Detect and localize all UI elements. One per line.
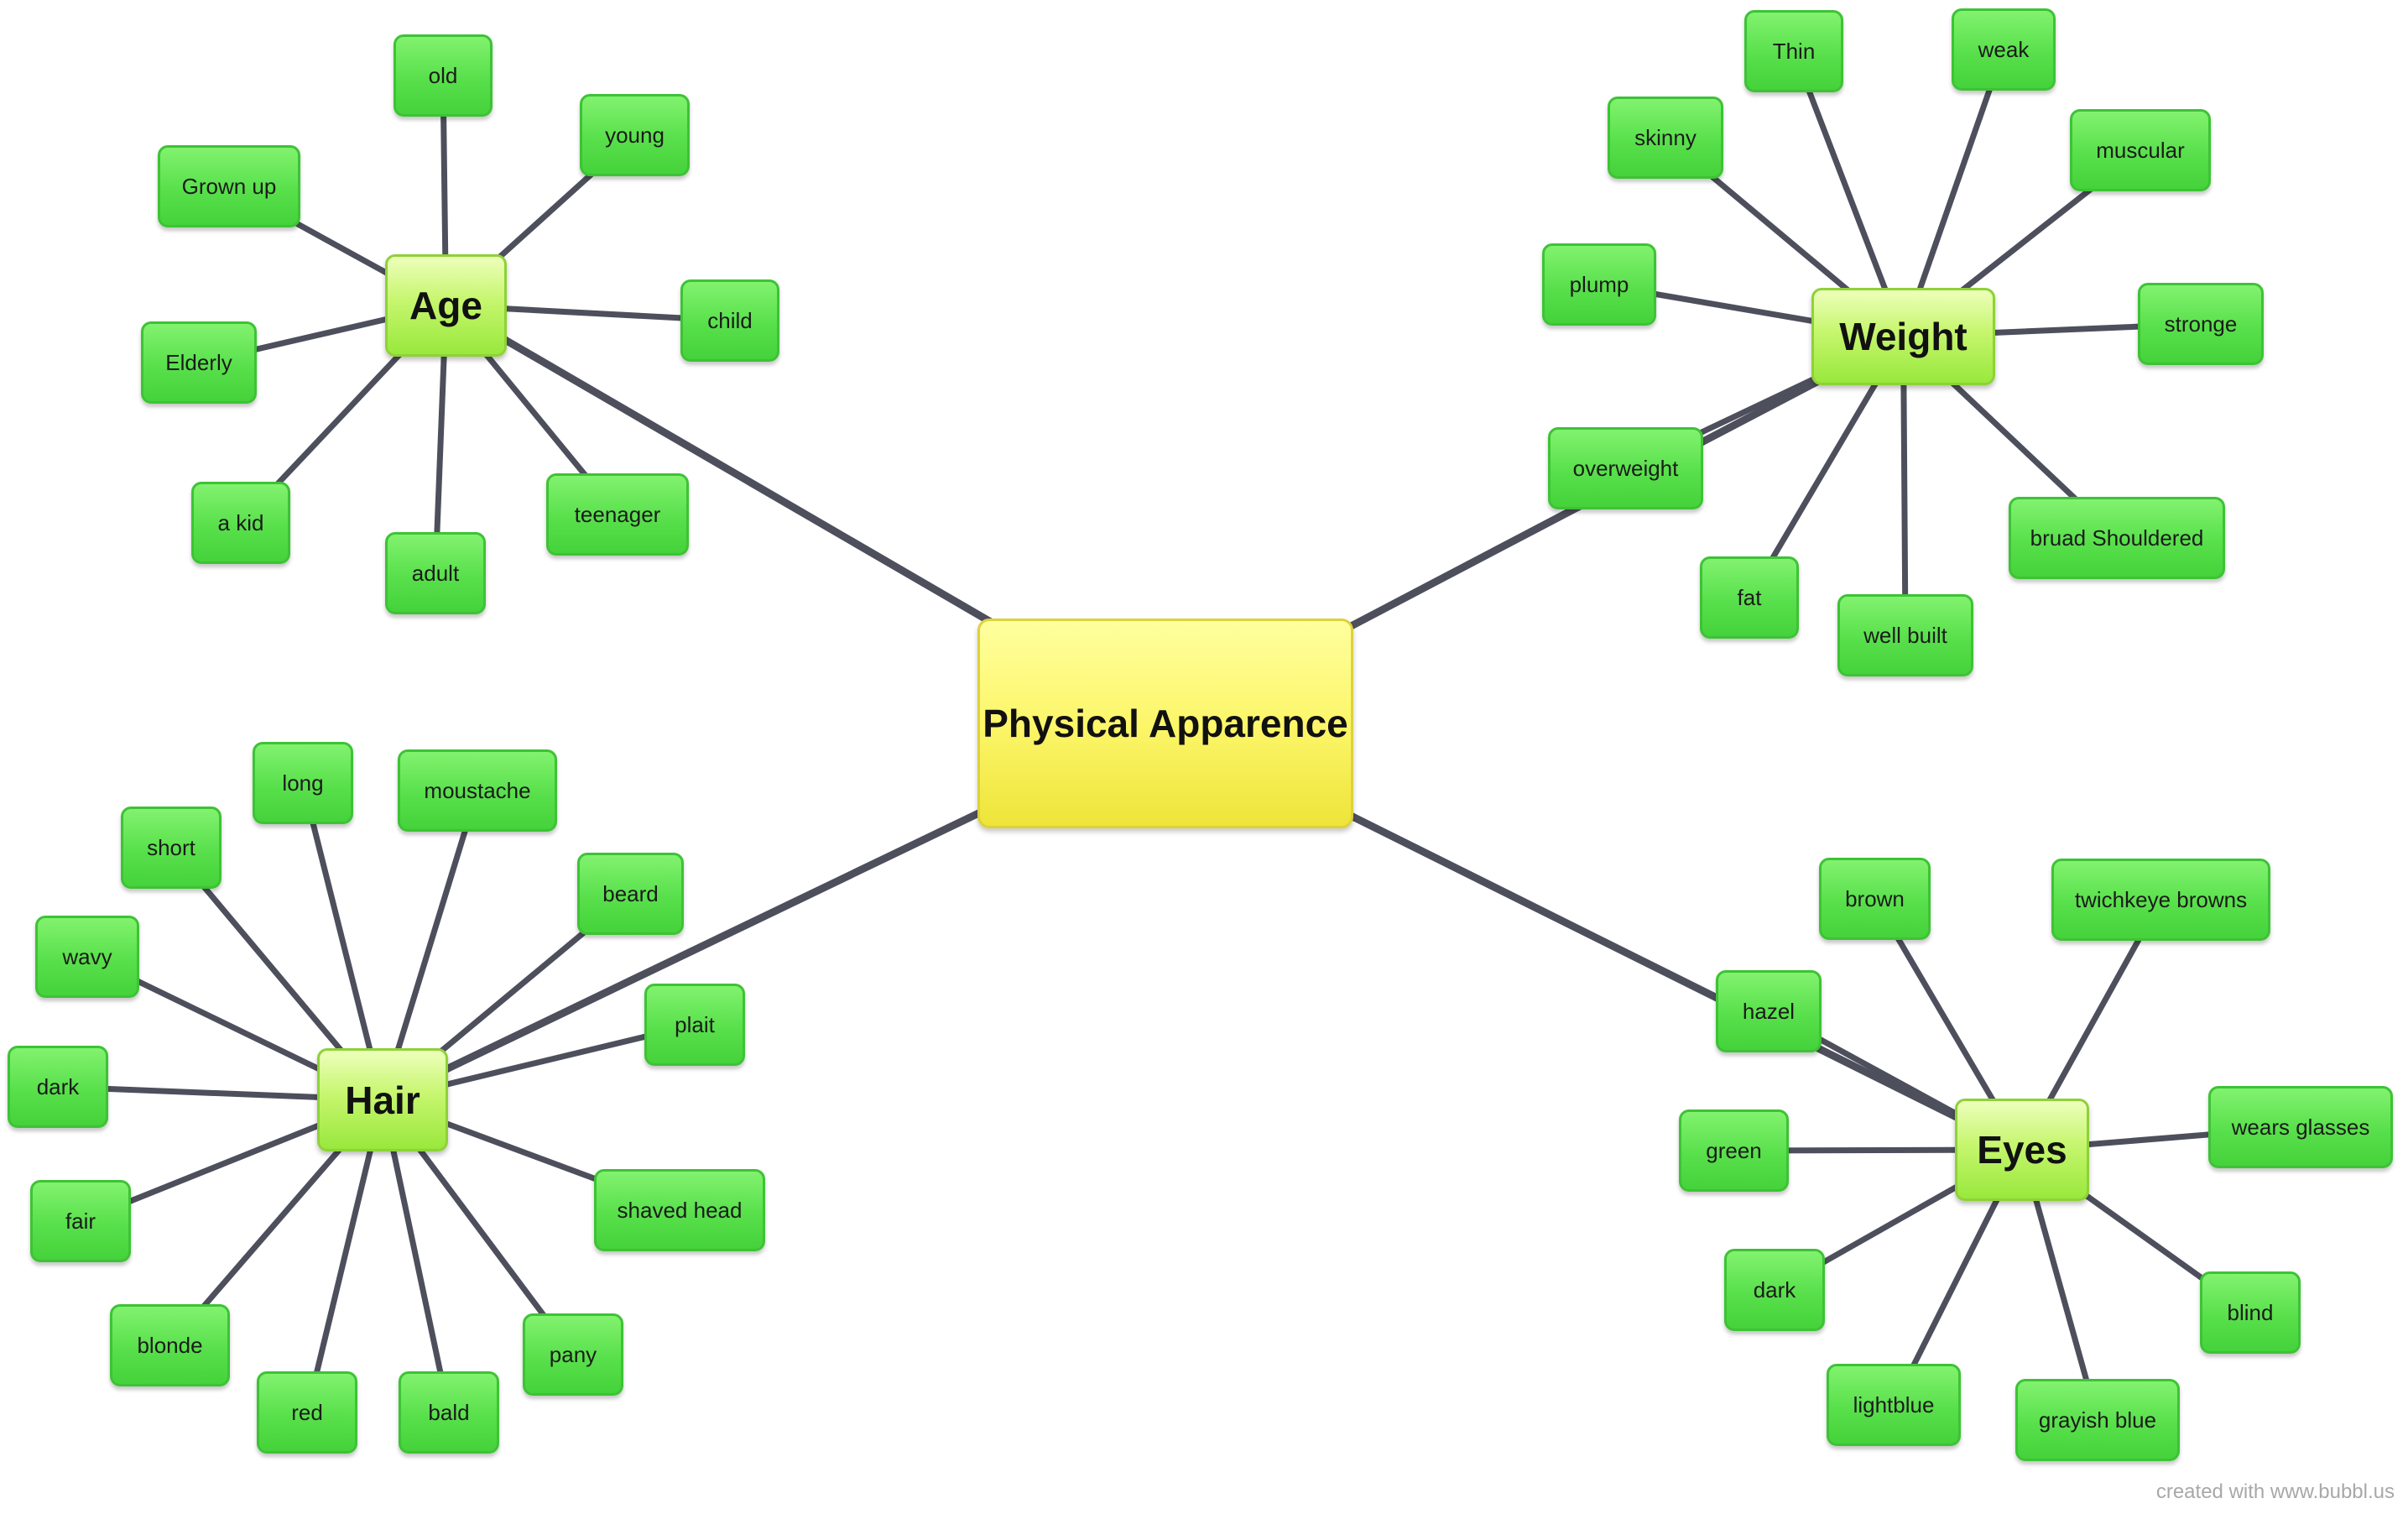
eyes-leaf-node[interactable]: twichkeye browns (2051, 859, 2270, 941)
weight-leaf-node[interactable]: weak (1952, 8, 2056, 91)
eyes-leaf-node[interactable]: dark (1724, 1249, 1825, 1331)
weight-leaf-node[interactable]: well built (1837, 594, 1973, 676)
hair-leaf-node[interactable]: pany (523, 1313, 623, 1396)
weight-leaf-node[interactable]: overweight (1548, 427, 1703, 509)
connector-hair-leaf (300, 780, 386, 1103)
age-leaf-node[interactable]: Grown up (158, 145, 300, 227)
weight-leaf-node[interactable]: bruad Shouldered (2009, 497, 2225, 579)
eyes-leaf-node[interactable]: grayish blue (2015, 1379, 2180, 1461)
hair-leaf-node[interactable]: moustache (398, 749, 557, 832)
eyes-leaf-node[interactable]: hazel (1716, 970, 1822, 1052)
hair-leaf-node[interactable]: beard (577, 853, 684, 935)
weight-leaf-node[interactable]: Thin (1744, 10, 1843, 92)
hair-leaf-node[interactable]: blonde (110, 1304, 230, 1386)
weight-leaf-node[interactable]: plump (1542, 243, 1656, 326)
hair-leaf-node[interactable]: fair (30, 1180, 131, 1262)
hair-leaf-node[interactable]: dark (8, 1046, 108, 1128)
hair-leaf-node[interactable]: bald (399, 1371, 499, 1454)
eyes-leaf-node[interactable]: lightblue (1827, 1364, 1961, 1446)
branch-node-hair[interactable]: Hair (317, 1048, 448, 1151)
eyes-leaf-node[interactable]: blind (2200, 1271, 2301, 1354)
weight-leaf-node[interactable]: muscular (2070, 109, 2211, 191)
eyes-leaf-node[interactable]: wears glasses (2208, 1086, 2393, 1168)
credit-text: created with www.bubbl.us (2155, 1480, 2395, 1503)
central-topic-node[interactable]: Physical Apparence (977, 619, 1353, 828)
weight-leaf-node[interactable]: fat (1700, 556, 1799, 639)
hair-leaf-node[interactable]: long (253, 742, 353, 824)
hair-leaf-node[interactable]: red (257, 1371, 357, 1454)
weight-leaf-node[interactable]: skinny (1608, 97, 1723, 179)
eyes-leaf-node[interactable]: brown (1819, 858, 1931, 940)
eyes-leaf-node[interactable]: green (1679, 1109, 1789, 1192)
hair-leaf-node[interactable]: short (121, 807, 222, 889)
branch-node-age[interactable]: Age (385, 254, 507, 357)
hair-leaf-node[interactable]: shaved head (594, 1169, 765, 1251)
age-leaf-node[interactable]: old (394, 34, 493, 117)
hair-leaf-node[interactable]: wavy (35, 916, 139, 998)
age-leaf-node[interactable]: young (580, 94, 690, 176)
age-leaf-node[interactable]: child (680, 279, 779, 362)
branch-node-eyes[interactable]: Eyes (1955, 1099, 2089, 1201)
age-leaf-node[interactable]: Elderly (141, 321, 257, 404)
connector-hair-leaf (379, 1097, 452, 1416)
weight-leaf-node[interactable]: stronge (2138, 283, 2264, 365)
branch-node-weight[interactable]: Weight (1811, 288, 1995, 385)
connector-weight-leaf (1900, 333, 1909, 639)
age-leaf-node[interactable]: adult (385, 532, 486, 614)
hair-leaf-node[interactable]: plait (644, 984, 745, 1066)
connector-hair-leaf (304, 1097, 386, 1416)
age-leaf-node[interactable]: a kid (191, 482, 290, 564)
age-leaf-node[interactable]: teenager (546, 473, 689, 556)
